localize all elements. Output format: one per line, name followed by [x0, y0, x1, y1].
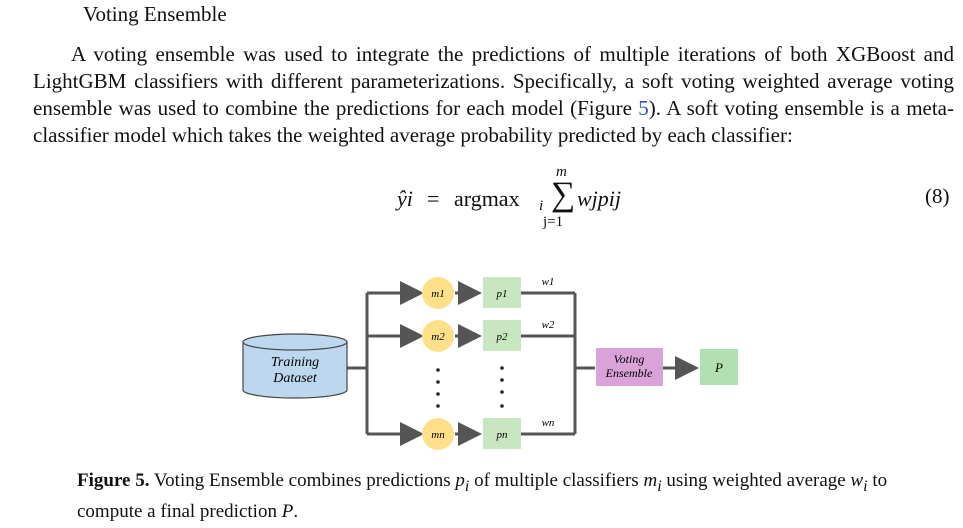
prediction-node-n — [483, 418, 521, 449]
equation-term: wjpij — [577, 186, 622, 211]
caption-text-b: of multiple classifiers — [474, 470, 639, 491]
prediction-node-1 — [483, 277, 521, 308]
caption-label: Figure 5. — [77, 470, 150, 491]
voting-ensemble-diagram: Training Dataset m1 m2 mn p1 p2 pn w1 w2… — [242, 276, 738, 450]
output-node: P — [700, 349, 738, 385]
section-heading: Voting Ensemble — [83, 2, 227, 26]
diagram-lines — [347, 281, 699, 446]
weight-label-2: w2 — [542, 319, 555, 331]
dataset-label-line2: Dataset — [272, 371, 318, 386]
figure-reference-link[interactable]: 5 — [638, 96, 649, 120]
prediction-nodes: p1 p2 pn — [483, 277, 521, 449]
ensemble-label-line2: Ensemble — [605, 366, 653, 380]
model-label-2: m2 — [431, 331, 445, 343]
figure-caption: Figure 5. Voting Ensemble combines predi… — [77, 468, 937, 524]
equation-lhs: ŷi — [397, 186, 413, 211]
model-label-1: m1 — [431, 288, 444, 300]
model-node-1 — [422, 277, 454, 309]
caption-var-P: P — [281, 500, 294, 522]
prediction-label-2: p2 — [496, 331, 509, 343]
model-nodes: m1 m2 mn — [422, 277, 454, 450]
training-dataset-cylinder: Training Dataset — [242, 333, 348, 399]
caption-var-p-sub: i — [464, 477, 470, 495]
equation-8: ŷi = argmax i m ∑ j=1 wjpij — [397, 164, 697, 238]
caption-var-p: p — [455, 470, 465, 491]
equation-sum-upper: m — [556, 164, 567, 180]
ellipsis-dots — [436, 366, 504, 408]
caption-var-w: w — [850, 470, 864, 491]
caption-text-a: Voting Ensemble combines predictions — [153, 470, 451, 491]
model-label-n: mn — [431, 429, 445, 441]
body-paragraph: A voting ensemble was used to integrate … — [33, 41, 954, 149]
output-label: P — [714, 360, 723, 375]
ensemble-label-line1: Voting — [614, 352, 645, 366]
voting-ensemble-node: Voting Ensemble — [596, 348, 663, 386]
equation-argmax: argmax — [454, 186, 520, 211]
caption-text-c: using weighted average — [666, 470, 846, 491]
prediction-label-1: p1 — [496, 288, 508, 300]
caption-var-w-sub: i — [863, 477, 868, 495]
equation-argmax-subscript: i — [539, 198, 544, 214]
equation-number: (8) — [925, 184, 950, 208]
dataset-label-line1: Training — [271, 355, 319, 370]
prediction-label-n: pn — [496, 429, 509, 441]
caption-text-d: to compute a final prediction — [77, 470, 888, 522]
weight-labels: w1 w2 wn — [542, 276, 555, 429]
prediction-node-2 — [483, 320, 521, 351]
model-node-n — [422, 418, 454, 450]
paragraph-text-1: A voting ensemble was used to integrate … — [33, 42, 954, 120]
caption-text-e: . — [293, 500, 299, 522]
equation-equals: = — [427, 186, 440, 211]
caption-var-m: m — [643, 470, 658, 491]
weight-label-1: w1 — [542, 276, 555, 288]
paragraph-text-2: ). A soft voting ensemble is a meta-clas… — [33, 96, 954, 147]
weight-label-n: wn — [542, 417, 555, 429]
caption-var-m-sub: i — [657, 477, 662, 495]
equation-sum-lower: j=1 — [543, 214, 564, 230]
model-node-2 — [422, 320, 454, 352]
sum-symbol-icon: ∑ — [551, 176, 576, 213]
